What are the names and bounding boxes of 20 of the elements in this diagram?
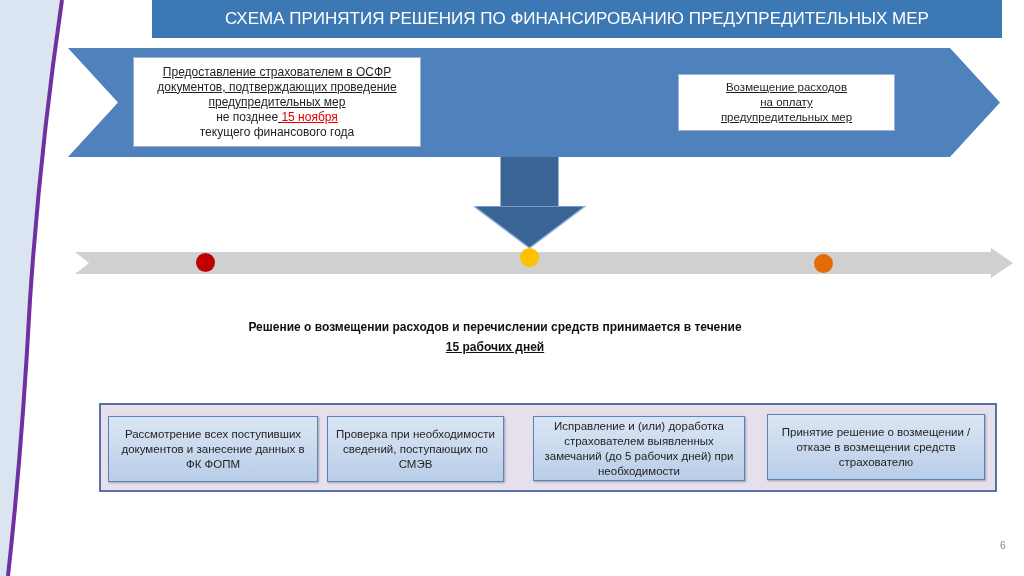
stage-panel: [99, 403, 997, 492]
process-box: [327, 416, 504, 482]
process-box: [108, 416, 318, 482]
block-arrow: [472, 157, 587, 249]
box-text: Возмещение расходов на оплату предупредительных мер: [719, 80, 854, 125]
chevron-band: [68, 48, 1000, 157]
process-box: [533, 416, 745, 481]
page-number: 6: [1000, 539, 1006, 553]
box-text: Принятие решение о возмещении / отказе в возмещении средств страхователю: [780, 424, 972, 470]
note-text: 15 рабочих дней: [445, 339, 545, 356]
note-text: Решение о возмещении расходов и перечислении средств принимается в течение: [247, 319, 743, 336]
process-box: [767, 414, 985, 480]
header-bar: СХЕМА ПРИНЯТИЯ РЕШЕНИЯ ПО ФИНАНСИРОВАНИЮ ПРЕДУПРЕДИТЕЛЬНЫХ МЕР: [152, 0, 1002, 38]
process-box: [678, 74, 895, 131]
box-text: Рассмотрение всех поступивших документов и занесение данных в ФК ФОПМ: [120, 426, 306, 472]
box-text: Проверка при необходимости сведений, поступающих по СМЭВ: [335, 426, 496, 472]
box-text: Исправление и (или) доработка страхователем выявленных замечаний (до 5 рабочих дней) при необходимости: [543, 418, 735, 479]
process-box: [133, 57, 421, 147]
timeline-arrow: [75, 248, 1013, 278]
box-text: Предоставление страхователем в ОСФР документов, подтверждающих проведение предупредительных мер не позднее 15 ноября текущего финансового года: [156, 64, 398, 140]
